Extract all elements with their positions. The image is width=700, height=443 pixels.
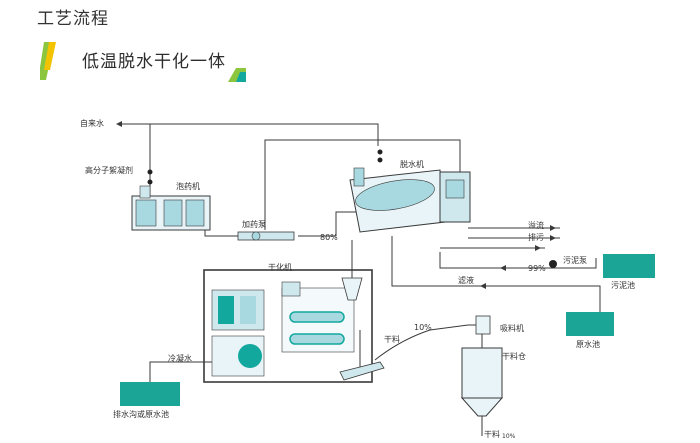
label-dry-silo: 干料仓 bbox=[502, 352, 526, 361]
label-10-percent: 10% bbox=[414, 323, 432, 332]
tap-water-pipe bbox=[120, 123, 379, 146]
banner-accent-icon bbox=[40, 42, 246, 82]
label-suction-machine: 吸料机 bbox=[500, 324, 524, 333]
dosing-machine-equipment bbox=[131, 185, 211, 231]
label-80-percent: 80% bbox=[320, 233, 338, 242]
label-99-percent: 99% bbox=[528, 264, 546, 273]
label-dryer: 干化机 bbox=[268, 263, 292, 272]
filtrate-pipe bbox=[391, 236, 601, 312]
label-dosing-pump: 加药泵 bbox=[242, 220, 266, 229]
label-polymer-flocculant: 高分子絮凝剂 bbox=[85, 166, 133, 175]
label-condensate: 冷凝水 bbox=[168, 354, 192, 363]
label-dewatering-machine: 脱水机 bbox=[400, 160, 424, 169]
label-dosing-machine: 泡药机 bbox=[176, 182, 200, 191]
page-title: 工艺流程 bbox=[37, 9, 109, 29]
label-raw-water-tank: 原水池 bbox=[576, 340, 600, 349]
label-dry-material: 干料 bbox=[384, 335, 400, 344]
feed-pipe bbox=[264, 139, 461, 230]
label-sludge-tank: 污泥池 bbox=[611, 281, 635, 290]
dewatering-machine-equipment bbox=[349, 167, 471, 233]
conveyor-equipment bbox=[339, 361, 385, 381]
sludge-return-pipe bbox=[439, 252, 597, 269]
drain-tank bbox=[120, 382, 180, 406]
label-tap-water: 自来水 bbox=[80, 119, 104, 128]
banner-title: 低温脱水干化一体 bbox=[82, 52, 226, 72]
raw-water-tank bbox=[566, 312, 614, 336]
label-10-percent-small: 10% bbox=[502, 433, 516, 440]
label-dry-material-bottom: 干料 bbox=[484, 430, 500, 439]
sludge-tank bbox=[603, 254, 655, 278]
label-sludge-pump: 污泥泵 bbox=[563, 256, 587, 265]
label-drain-tank: 排水沟或原水池 bbox=[113, 410, 169, 419]
silo-equipment bbox=[460, 315, 504, 436]
dosing-pump-equipment bbox=[237, 231, 295, 241]
label-discharge: 排污 bbox=[528, 233, 544, 242]
label-overflow: 溢流 bbox=[528, 221, 544, 230]
label-filtrate: 滤液 bbox=[458, 276, 474, 285]
dryer-equipment bbox=[203, 269, 373, 383]
